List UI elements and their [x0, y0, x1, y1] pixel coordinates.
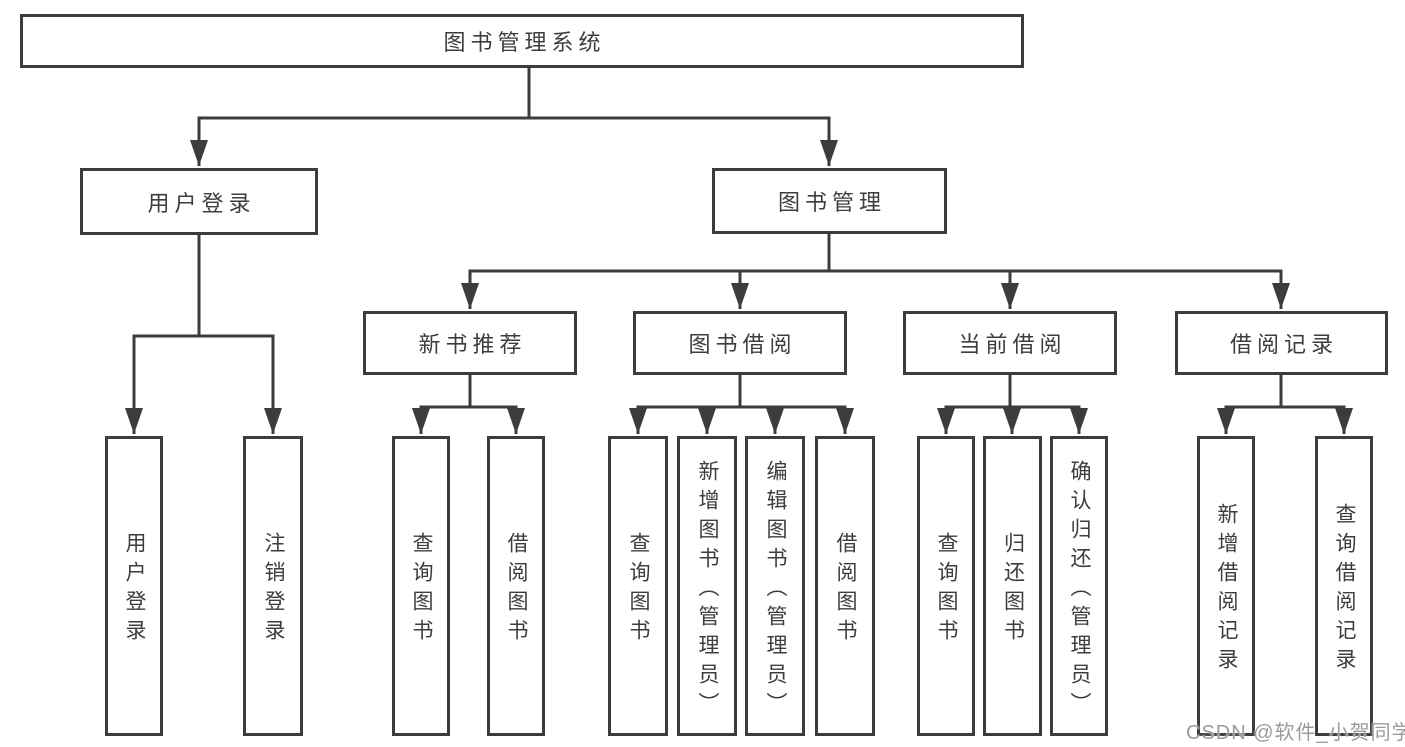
- leaf-newbooks-query-label: 查询图书: [410, 532, 433, 648]
- leaf-logout-label: 注销登录: [262, 532, 285, 648]
- leaf-current-query-label: 查询图书: [935, 532, 958, 648]
- leaf-records-add: 新增借阅记录: [1197, 436, 1255, 736]
- leaf-user-login: 用户登录: [105, 436, 163, 736]
- leaf-borrowing-edit-label: 编辑图书（管理员）: [764, 459, 787, 721]
- leaf-current-query: 查询图书: [917, 436, 975, 736]
- leaf-records-query: 查询借阅记录: [1315, 436, 1373, 736]
- leaf-current-return: 归还图书: [983, 436, 1042, 736]
- node-borrow-records: 借阅记录: [1175, 311, 1388, 375]
- leaf-records-add-label: 新增借阅记录: [1215, 503, 1238, 677]
- leaf-current-confirm: 确认归还（管理员）: [1050, 436, 1108, 736]
- leaf-borrowing-query-label: 查询图书: [627, 532, 650, 648]
- node-book-borrowing: 图书借阅: [633, 311, 847, 375]
- leaf-borrowing-query: 查询图书: [608, 436, 668, 736]
- node-book-management: 图书管理: [712, 168, 947, 234]
- node-root: 图书管理系统: [20, 14, 1024, 68]
- leaf-records-query-label: 查询借阅记录: [1333, 503, 1356, 677]
- node-current-borrowing: 当前借阅: [903, 311, 1117, 375]
- leaf-borrowing-borrow: 借阅图书: [815, 436, 875, 736]
- csdn-watermark: CSDN @软件_小贺同学: [1186, 722, 1405, 744]
- node-user-login: 用户登录: [80, 168, 318, 235]
- leaf-borrowing-add-label: 新增图书（管理员）: [696, 459, 719, 721]
- leaf-borrowing-edit: 编辑图书（管理员）: [745, 436, 805, 736]
- leaf-borrowing-add: 新增图书（管理员）: [677, 436, 737, 736]
- leaf-current-return-label: 归还图书: [1001, 532, 1025, 648]
- leaf-current-confirm-label: 确认归还（管理员）: [1068, 459, 1091, 721]
- leaf-logout: 注销登录: [243, 436, 303, 736]
- leaf-newbooks-borrow: 借阅图书: [487, 436, 545, 736]
- leaf-borrowing-borrow-label: 借阅图书: [834, 532, 857, 648]
- leaf-newbooks-query: 查询图书: [392, 436, 450, 736]
- leaf-user-login-label: 用户登录: [123, 532, 146, 648]
- leaf-newbooks-borrow-label: 借阅图书: [505, 532, 528, 648]
- node-new-book-recommend: 新书推荐: [363, 311, 577, 375]
